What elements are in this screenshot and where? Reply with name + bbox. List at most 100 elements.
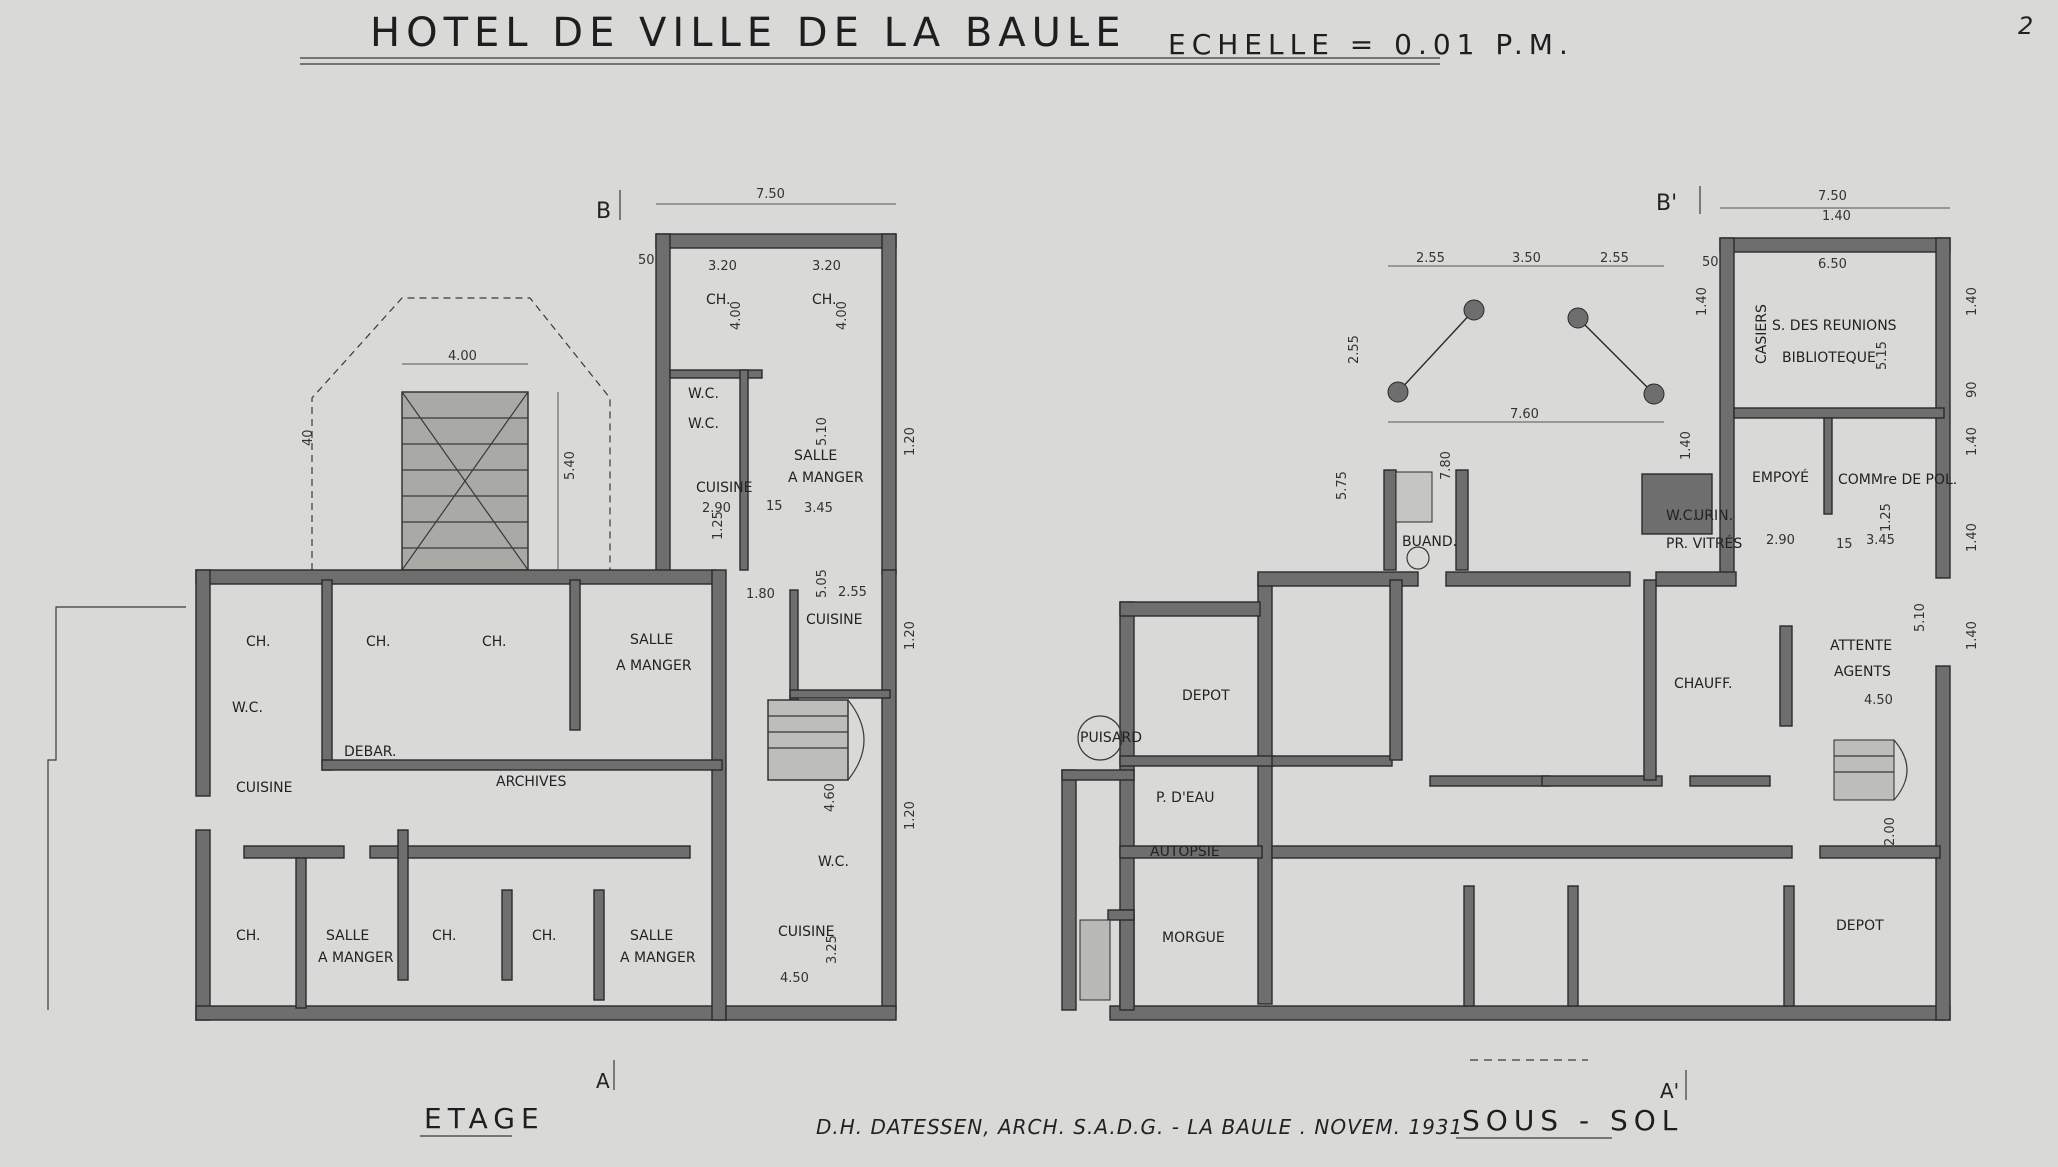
sous-sol-portico: [1387, 265, 1665, 423]
sous-sol-room-casiers: CASIERS: [1754, 304, 1770, 364]
sous-sol-dim-stair-h: 2.00: [1883, 817, 1898, 846]
etage-east-wing-walls: [725, 569, 897, 1021]
etage-room-wc-4: W.C.: [818, 854, 849, 870]
sous-sol-dim-side-e: 1.40: [1695, 287, 1710, 316]
etage-staircase: [767, 699, 865, 781]
sous-sol-room-bibliotheque: BIBLIOTEQUE: [1782, 350, 1876, 366]
etage-dim-w125: 1.25: [711, 511, 726, 540]
etage-dim-depth-ch-b: 4.00: [835, 301, 850, 330]
etage-room-salle-3: SALLE: [326, 928, 369, 944]
etage-room-ch-8: CH.: [532, 928, 557, 944]
sous-sol-dim-side-a: 1.40: [1965, 287, 1980, 316]
etage-room-salle-4: SALLE: [630, 928, 673, 944]
etage-outer-guide: [47, 606, 186, 1010]
sous-sol-room-attente: ATTENTE: [1830, 638, 1892, 654]
sous-sol-dim-bay-b: 3.50: [1512, 251, 1541, 266]
page-number: 2: [2018, 12, 2033, 40]
etage-room-ch-6: CH.: [236, 928, 261, 944]
etage-room-salle-2: SALLE: [630, 632, 673, 648]
sous-sol-dim-w50: 50: [1702, 255, 1719, 270]
sous-sol-room-depot-2: DEPOT: [1836, 918, 1884, 934]
etage-room-labels: CH. CH. W.C. W.C. CUISINE SALLE A MANGER…: [232, 292, 864, 966]
sous-sol-room-buand: BUAND.: [1402, 534, 1457, 550]
sous-sol-dim-comm-w: 3.45: [1866, 533, 1895, 548]
etage-dim-w50: 50: [638, 253, 655, 268]
sous-sol-room-chauff: CHAUFF.: [1674, 676, 1732, 692]
etage-room-wc-1: W.C.: [688, 386, 719, 402]
etage-room-wc-3: W.C.: [232, 700, 263, 716]
sous-sol-north-wing: [1641, 237, 1951, 579]
sous-sol-room-vitres: PR. VITRÉS: [1666, 535, 1742, 552]
sous-sol-dimensions: 7.50 1.40 6.50 2.55 3.50 2.55 2.55 7.60 …: [1335, 189, 1980, 846]
etage-dim-side-b: 1.20: [903, 427, 918, 456]
etage-oriel-outline: [311, 297, 611, 570]
etage-main-walls: [195, 569, 727, 1021]
etage-dim-width-b: 3.20: [812, 259, 841, 274]
etage-plan-label: ETAGE: [424, 1102, 545, 1135]
etage-room-ch-7: CH.: [432, 928, 457, 944]
sous-sol-room-reunions: S. DES REUNIONS: [1772, 318, 1897, 334]
etage-dim-cuis2-w: 2.55: [838, 585, 867, 600]
etage-room-salle-3b: A MANGER: [318, 950, 394, 966]
etage-room-salle-2b: A MANGER: [616, 658, 692, 674]
etage-dim-side-a: 1.80: [746, 587, 775, 602]
sous-sol-dim-reunions-h: 5.15: [1875, 341, 1890, 370]
sous-sol-room-puisard: PUISARD: [1080, 730, 1142, 746]
scale-label: ECHELLE = 0.01 P.M.: [1168, 28, 1574, 61]
sous-sol-main-walls: [1109, 571, 1951, 1021]
sous-sol-dim-side-c: 1.40: [1965, 523, 1980, 552]
etage-room-ch-5: CH.: [482, 634, 507, 650]
sous-sol-dim-buand-h2: 7.80: [1439, 451, 1454, 480]
sous-sol-room-urin: URIN.: [1694, 508, 1733, 524]
etage-dim-stair: 4.60: [823, 783, 838, 812]
etage-dim-cuis2-h: 5.05: [815, 569, 830, 598]
sous-sol-dim-w140: 1.40: [1679, 431, 1694, 460]
sous-sol-buand: [1383, 469, 1469, 571]
sous-sol-dim-bay-h: 2.55: [1347, 335, 1362, 364]
sous-sol-dim-sub: 1.40: [1822, 209, 1851, 224]
sous-sol-dim-w15: 15: [1836, 537, 1853, 552]
sous-sol-room-employe: EMPOYÉ: [1752, 469, 1809, 486]
etage-dim-side-d: 1.20: [903, 801, 918, 830]
etage-plan: 7.50 3.20 3.20 4.00 4.00 4.00 5.40 5.10 …: [47, 187, 918, 1137]
etage-room-cuisine-1: CUISINE: [696, 480, 753, 496]
etage-dim-oriel-height: 5.40: [563, 451, 578, 480]
sous-sol-room-p-deau: P. D'EAU: [1156, 790, 1214, 806]
sous-sol-plan: 7.50 1.40 6.50 2.55 3.50 2.55 2.55 7.60 …: [1061, 186, 1980, 1139]
sous-sol-dim-bay-inner: 7.60: [1510, 407, 1539, 422]
sous-sol-staircase: [1833, 739, 1908, 801]
etage-dim-side-c: 1.20: [903, 621, 918, 650]
etage-dim-cuisine-w: 2.90: [702, 501, 731, 516]
etage-room-ch-3: CH.: [246, 634, 271, 650]
sous-sol-room-agents: AGENTS: [1834, 664, 1891, 680]
etage-section-mark-bottom: A: [596, 1069, 610, 1093]
sous-sol-dim-w90: 90: [1965, 381, 1980, 398]
sous-sol-dim-attente-w: 4.50: [1864, 693, 1893, 708]
etage-dim-w15: 15: [766, 499, 783, 514]
sous-sol-section-mark-top: B': [1656, 191, 1677, 216]
architect-signature: D.H. DATESSEN, ARCH. S.A.D.G. - LA BAULE…: [816, 1115, 1463, 1139]
sous-sol-dim-empl-w: 2.90: [1766, 533, 1795, 548]
etage-dim-salle-w: 3.45: [804, 501, 833, 516]
sous-sol-room-wc: W.C.: [1666, 508, 1697, 524]
sous-sol-plan-label: SOUS - SOL: [1462, 1104, 1683, 1137]
sous-sol-dim-buand-h: 5.75: [1335, 471, 1350, 500]
etage-dim-overall: 7.50: [756, 187, 785, 202]
sous-sol-dim-bay-a: 2.55: [1416, 251, 1445, 266]
sous-sol-room-autopsie: AUTOPSIE: [1150, 844, 1220, 860]
etage-dim-oriel-width: 4.00: [448, 349, 477, 364]
etage-skylight: [401, 391, 529, 571]
etage-dim-depth-ch: 4.00: [729, 301, 744, 330]
etage-dim-cuis3-w: 4.50: [780, 971, 809, 986]
sous-sol-room-depot-1: DEPOT: [1182, 688, 1230, 704]
sheet-title: HOTEL DE VILLE DE LA BAULE: [370, 10, 1127, 56]
sous-sol-room-labels: S. DES REUNIONS BIBLIOTEQUE CASIERS EMPO…: [1080, 304, 1957, 946]
etage-section-mark-top: B: [596, 199, 611, 224]
etage-room-salle-1b: A MANGER: [788, 470, 864, 486]
etage-room-archives: ARCHIVES: [496, 774, 566, 790]
etage-dim-cuis3-h: 3.25: [825, 935, 840, 964]
etage-room-ch-4: CH.: [366, 634, 391, 650]
title-dash: -: [1072, 15, 1090, 55]
sous-sol-dim-overall: 7.50: [1818, 189, 1847, 204]
